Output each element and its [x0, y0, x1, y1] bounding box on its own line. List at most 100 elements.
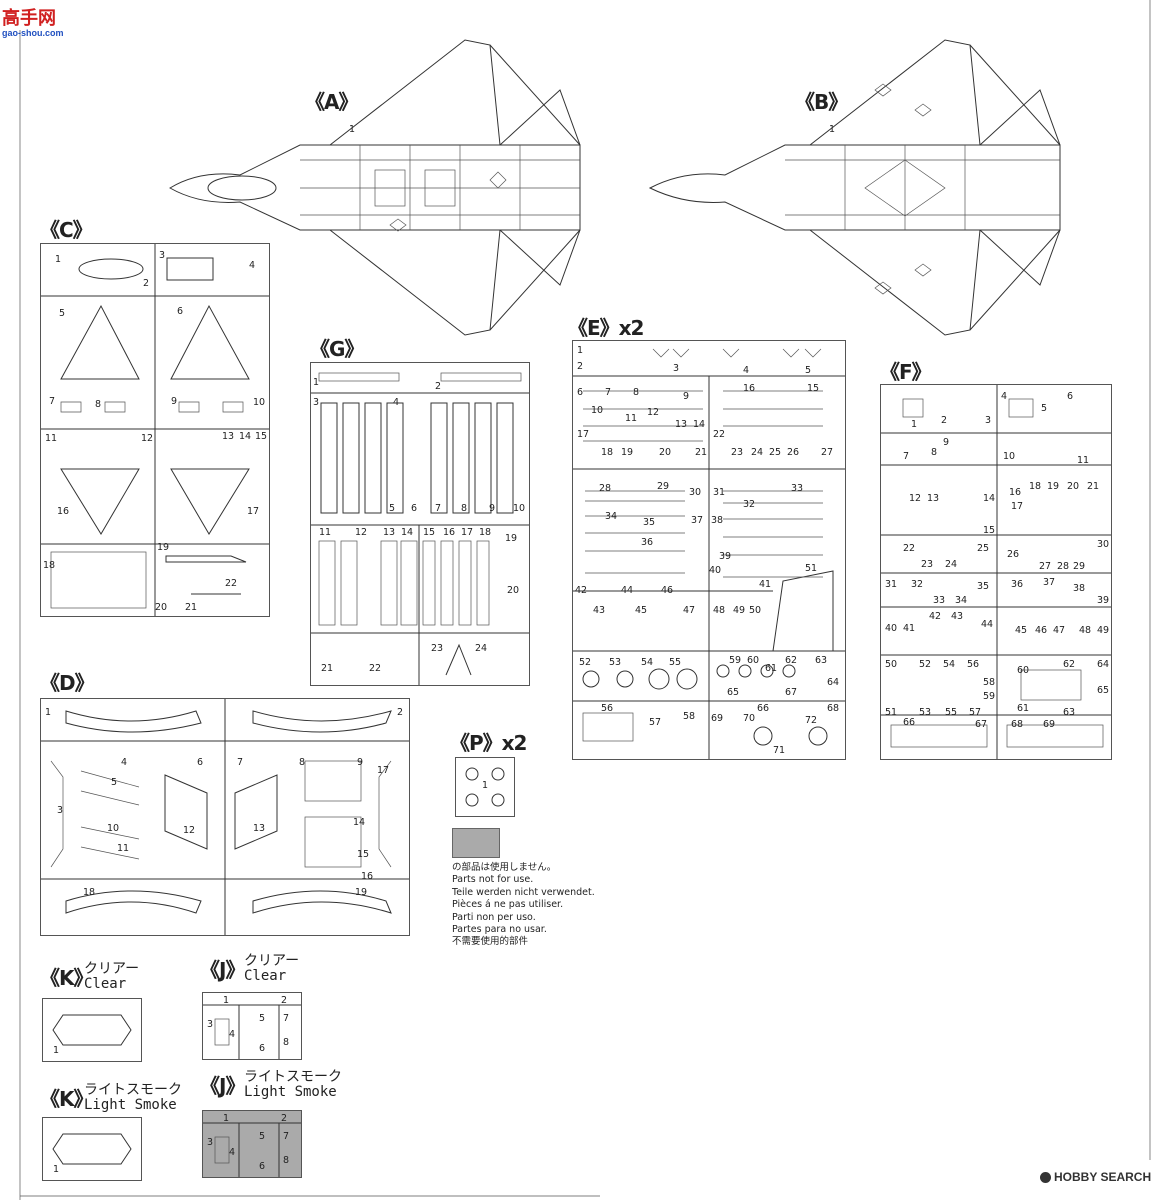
- sprue-f-part-29: 29: [1073, 561, 1086, 572]
- sprue-c-part-9: 9: [171, 396, 178, 407]
- sprue-d-part-7: 7: [237, 757, 244, 768]
- sprue-f-part-51: 51: [885, 707, 898, 718]
- sprue-e-part-3: 3: [673, 363, 680, 374]
- sprue-j-clear-part-8: 8: [283, 1037, 290, 1048]
- sprue-f-part-5: 5: [1041, 403, 1048, 414]
- not-used-note-de: Teile werden nicht verwendet.: [452, 886, 595, 898]
- sprue-f-part-33: 33: [933, 595, 946, 606]
- sprue-k-clear-en: Clear: [84, 976, 127, 992]
- sprue-e-part-69: 69: [711, 713, 724, 724]
- sprue-c-part-14: 14: [239, 431, 252, 442]
- sprue-f-part-46: 46: [1035, 625, 1048, 636]
- sprue-f-part-41: 41: [903, 623, 916, 634]
- sprue-e-part-50: 50: [749, 605, 762, 616]
- not-used-note-es: Partes para no usar.: [452, 924, 547, 936]
- sprue-j-smoke-part-1: 1: [223, 1113, 230, 1124]
- sprue-e-part-13: 13: [675, 419, 688, 430]
- sprue-f-part-16: 16: [1009, 487, 1022, 498]
- sprue-d-part-4: 4: [121, 757, 128, 768]
- sprue-g-part-6: 6: [411, 503, 418, 514]
- sprue-label-c: 《C》: [40, 218, 93, 242]
- sprue-e-part-61: 61: [765, 663, 778, 674]
- sprue-f-part-7: 7: [903, 451, 910, 462]
- sprue-f-part-58: 58: [983, 677, 996, 688]
- sprue-g-part-1: 1: [313, 377, 320, 388]
- sprue-f: 1 2 3 4 5 6 7 8 9 10 11 12 13 14 15 16 1…: [880, 384, 1112, 760]
- sprue-e-part-65: 65: [727, 687, 740, 698]
- sprue-k-clear-jp: クリアー: [84, 961, 140, 977]
- sprue-e-part-19: 19: [621, 447, 634, 458]
- sprue-d-part-18: 18: [83, 887, 96, 898]
- sprue-c-part-22: 22: [225, 578, 238, 589]
- sprue-e-part-7: 7: [605, 387, 612, 398]
- sprue-f-part-60: 60: [1017, 665, 1030, 676]
- sprue-e-part-63: 63: [815, 655, 828, 666]
- sprue-f-part-21: 21: [1087, 481, 1100, 492]
- sprue-g-part-13: 13: [383, 527, 396, 538]
- sprue-e-part-24: 24: [751, 447, 764, 458]
- sprue-f-part-2: 2: [941, 415, 948, 426]
- sprue-c-part-7: 7: [49, 396, 56, 407]
- sprue-j-clear-part-4: 4: [229, 1029, 236, 1040]
- sprue-c-part-15: 15: [255, 431, 268, 442]
- sprue-f-part-48: 48: [1079, 625, 1092, 636]
- aircraft-bottom-view-drawing: [648, 39, 1061, 336]
- sprue-j-smoke-subtitle: ライトスモーク Light Smoke: [244, 1070, 342, 1100]
- sprue-f-part-9: 9: [943, 437, 950, 448]
- sprue-j-clear-runners: [203, 1004, 301, 1059]
- sprue-e-part-44: 44: [621, 585, 634, 596]
- sprue-e-part-62: 62: [785, 655, 798, 666]
- sprue-e-part-68: 68: [827, 703, 840, 714]
- sprue-f-part-4: 4: [1001, 391, 1008, 402]
- sprue-f-part-32: 32: [911, 579, 924, 590]
- sprue-f-part-30: 30: [1097, 539, 1110, 550]
- sprue-c-part-2: 2: [143, 278, 150, 289]
- sprue-e-part-4: 4: [743, 365, 750, 376]
- not-used-notes: の部品は使用しません。 Parts not for use. Teile wer…: [452, 862, 595, 949]
- sprue-j-smoke-part-8: 8: [283, 1155, 290, 1166]
- sprue-c-part-6: 6: [177, 306, 184, 317]
- sprue-e-part-15: 15: [807, 383, 820, 394]
- sprue-e-part-64: 64: [827, 677, 840, 688]
- sprue-g-part-7: 7: [435, 503, 442, 514]
- not-used-note-jp: の部品は使用しません。: [452, 862, 557, 873]
- sprue-e-part-2: 2: [577, 361, 584, 372]
- sprue-c-part-13: 13: [222, 431, 235, 442]
- sprue-g-part-8: 8: [461, 503, 468, 514]
- sprue-label-g: 《G》: [310, 337, 364, 361]
- aircraft-b-part-number: 1: [829, 124, 836, 135]
- sprue-g-runners: [311, 372, 529, 685]
- sprue-label-b: 《B》: [795, 90, 848, 114]
- sprue-f-part-25: 25: [977, 543, 990, 554]
- sprue-e-part-43: 43: [593, 605, 606, 616]
- sprue-d-part-17: 17: [377, 765, 390, 776]
- sprue-e-part-56: 56: [601, 703, 614, 714]
- sprue-e-part-54: 54: [641, 657, 654, 668]
- sprue-f-part-57: 57: [969, 707, 982, 718]
- sprue-j-clear: 1 2 3 4 5 6 7 8: [202, 992, 302, 1060]
- sprue-e-part-23: 23: [731, 447, 744, 458]
- sprue-e-part-31: 31: [713, 487, 726, 498]
- sprue-e-part-49: 49: [733, 605, 746, 616]
- sprue-e-part-36: 36: [641, 537, 654, 548]
- sprue-p-shapes: [465, 767, 505, 807]
- sprue-f-part-3: 3: [985, 415, 992, 426]
- sprue-e-part-52: 52: [579, 657, 592, 668]
- sprue-f-part-13: 13: [927, 493, 940, 504]
- sprue-f-part-23: 23: [921, 559, 934, 570]
- sprue-c-part-1: 1: [55, 254, 62, 265]
- sprue-k-smoke-canopy: [52, 1133, 132, 1165]
- sprue-f-part-11: 11: [1077, 455, 1090, 466]
- sprue-g-part-11: 11: [319, 527, 332, 538]
- sprue-e-part-51: 51: [805, 563, 818, 574]
- sprue-c-part-10: 10: [253, 397, 266, 408]
- sprue-j-smoke-runners: [203, 1111, 301, 1177]
- sprue-j-smoke-part-3: 3: [207, 1137, 214, 1148]
- sprue-j-smoke-part-4: 4: [229, 1147, 236, 1158]
- sprue-label-j-smoke: 《J》: [200, 1074, 245, 1098]
- sprue-k-smoke: 1: [42, 1117, 142, 1181]
- sprue-e-part-48: 48: [713, 605, 726, 616]
- sprue-g: 1 2 3 4 5 6 7 8 9 10 11 12 13 14 15 16 1…: [310, 362, 530, 686]
- sprue-e-part-5: 5: [805, 365, 812, 376]
- sprue-d-part-2: 2: [397, 707, 404, 718]
